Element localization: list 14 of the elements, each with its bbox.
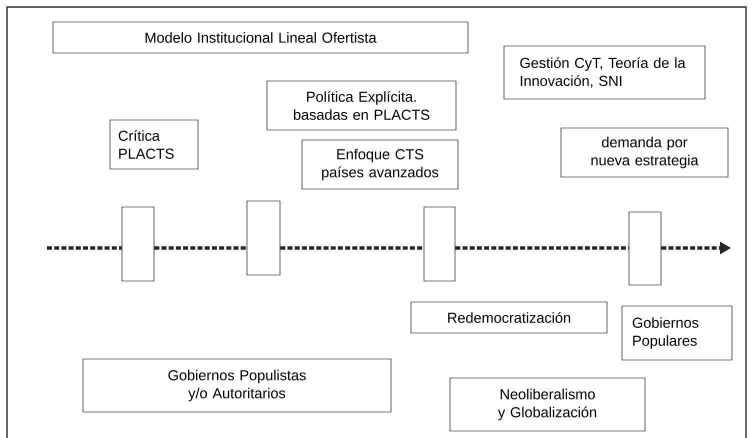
text-box: Gobiernos Populistas y/o Autoritarios [82, 358, 392, 412]
text-box: Enfoque CTS países avanzados [302, 140, 458, 190]
marker-box [424, 206, 456, 282]
marker-box [628, 212, 662, 286]
text-box: demanda por nueva estrategia [560, 128, 728, 178]
text-box: Política Explícita. basadas en PLACTS [266, 80, 456, 130]
text-box: Crítica PLACTS [110, 120, 198, 170]
marker-box [122, 206, 154, 282]
text-box: Redemocratización [410, 302, 608, 334]
text-box: Gobiernos Populares [622, 306, 732, 360]
marker-box [246, 200, 280, 276]
text-box: Modelo Institucional Lineal Ofertista [52, 22, 468, 54]
text-box: Gestión CyT, Teoría de la Innovación, SNI [504, 46, 706, 100]
text-box: Neoliberalismo y Globalización [450, 378, 646, 432]
